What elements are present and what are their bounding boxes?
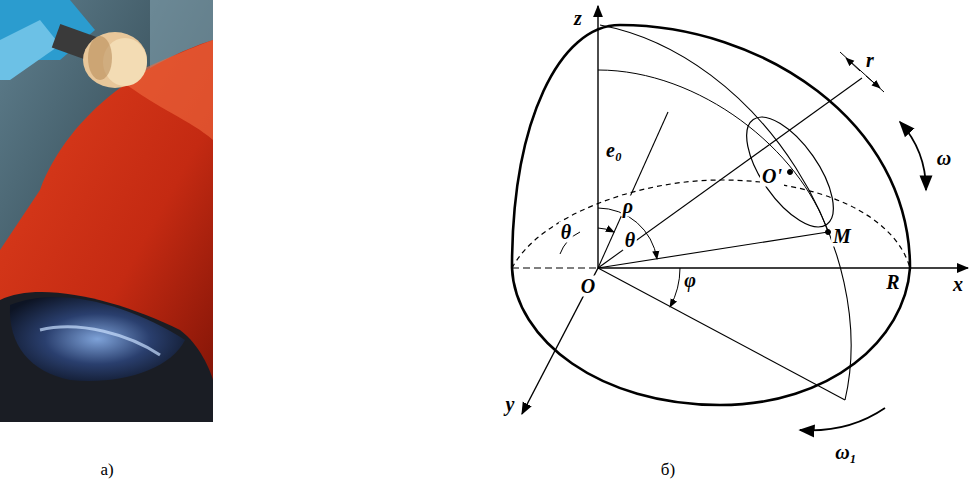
angular-velocity-label: ω₁	[833, 442, 858, 463]
axis-label: z	[572, 8, 584, 29]
axis-label: x	[951, 274, 965, 295]
car-polishing-photo	[0, 0, 213, 422]
point-label: M	[831, 226, 853, 247]
dimension-label: r	[864, 50, 876, 71]
hemisphere-figure	[512, 6, 968, 430]
angle-label: θ	[623, 230, 637, 251]
figure-caption: б)	[659, 461, 677, 479]
figure-caption: а)	[98, 461, 115, 479]
vector-label: e₀	[604, 140, 624, 161]
angular-velocity-label: ω	[935, 148, 953, 169]
axis-label: y	[504, 394, 517, 415]
angle-label: θ	[559, 222, 573, 243]
radius-label: R	[884, 272, 901, 293]
point-label: O'	[760, 166, 784, 187]
angle-label: φ	[682, 270, 698, 291]
point-label: O	[579, 276, 597, 297]
radius-label: ρ	[621, 196, 635, 217]
